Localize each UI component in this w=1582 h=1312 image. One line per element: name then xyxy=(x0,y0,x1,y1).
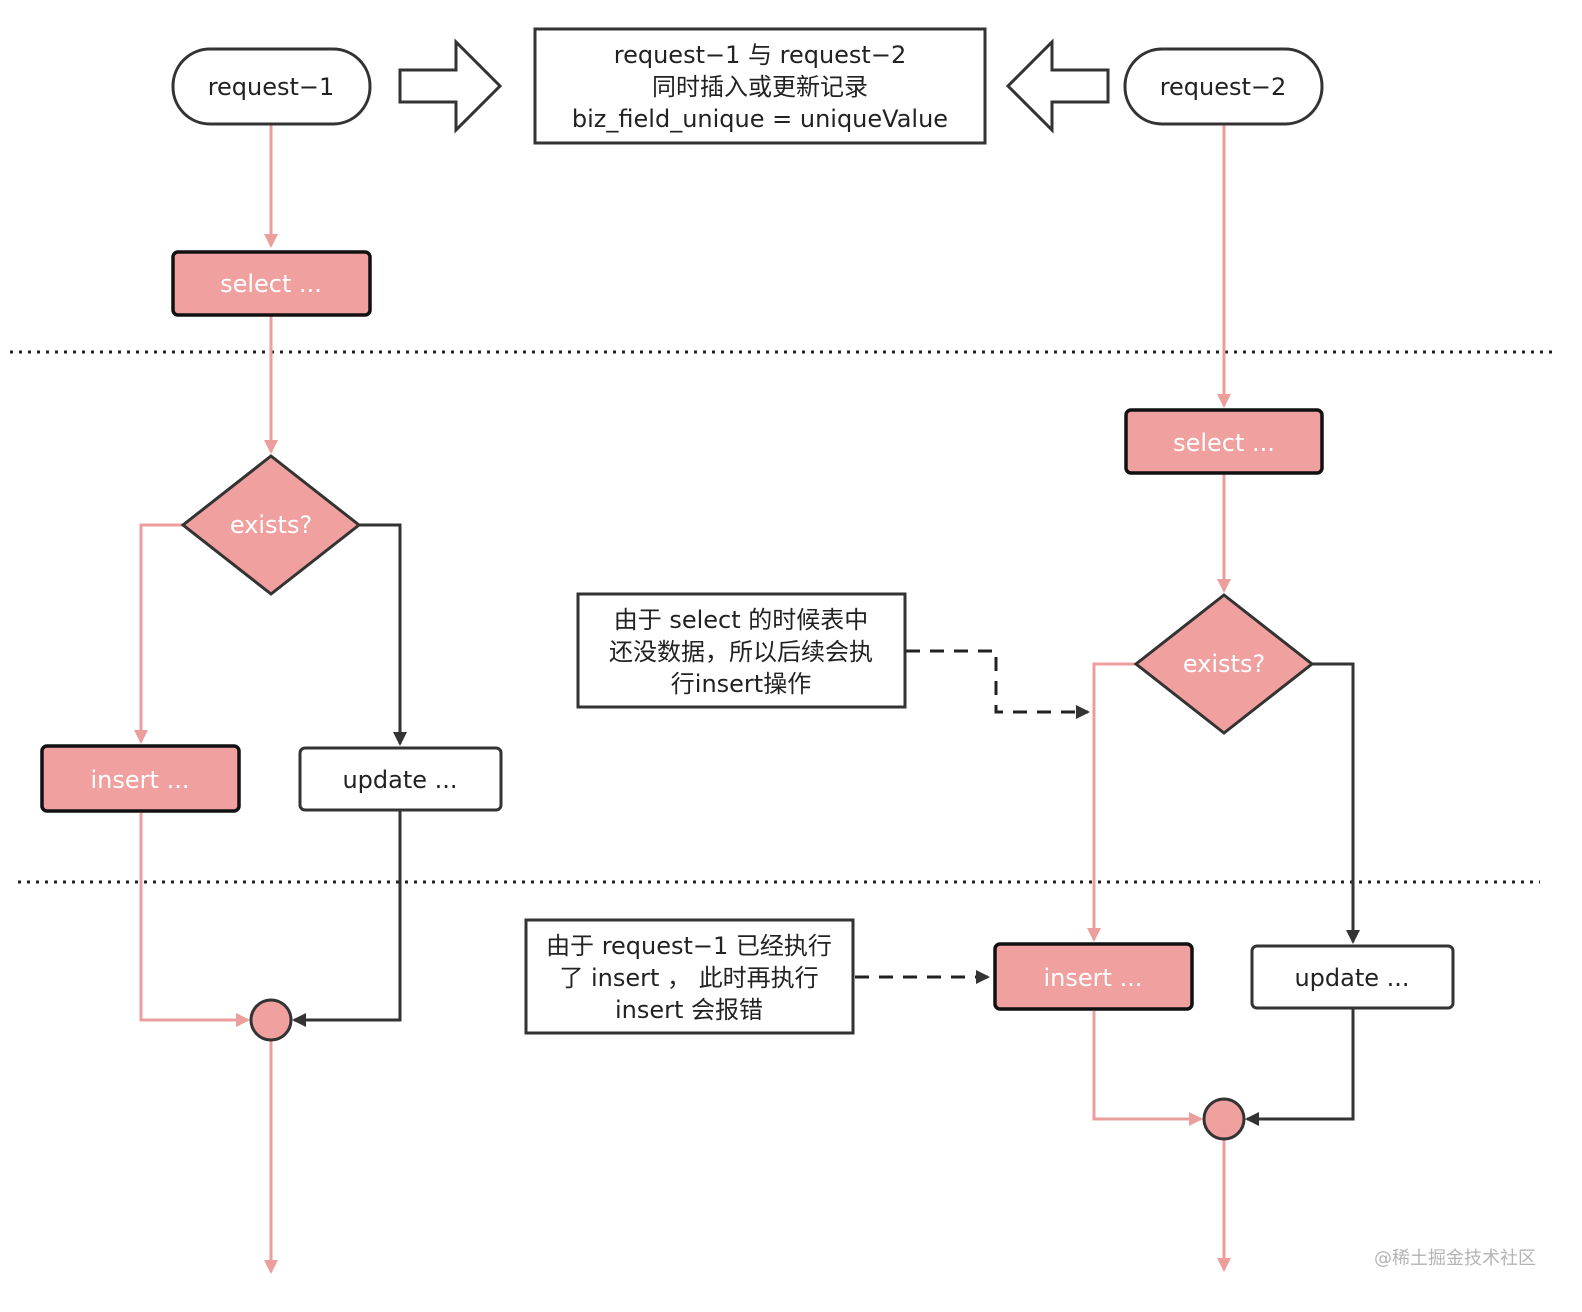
start-node-request1: request−1 xyxy=(171,47,372,126)
note-insert-line1: 由于 request−1 已经执行 xyxy=(546,932,832,960)
right-update-label: update ... xyxy=(1294,964,1409,992)
right-select-label: select ... xyxy=(1173,429,1275,457)
left-merge-node xyxy=(249,998,293,1042)
left-update-node: update ... xyxy=(298,746,503,812)
top-scenario-note: request−1 与 request−2 同时插入或更新记录 biz_fiel… xyxy=(533,27,987,145)
left-select-label: select ... xyxy=(220,270,322,298)
watermark: @稀土掘金技术社区 xyxy=(1374,1248,1536,1269)
block-arrow-left-icon xyxy=(1005,38,1110,134)
note-select-line2: 还没数据，所以后续会执 xyxy=(609,638,873,666)
left-update-label: update ... xyxy=(342,766,457,794)
left-flow-connectors xyxy=(134,124,407,1274)
note-select-pointer-arrow xyxy=(906,649,1090,719)
right-insert-label: insert ... xyxy=(1044,964,1143,992)
right-exists-label: exists? xyxy=(1183,650,1265,678)
note-select-line3: 行insert操作 xyxy=(671,670,811,698)
right-exists-decision: exists? xyxy=(1133,593,1315,735)
note-insert-line3: insert 会报错 xyxy=(615,996,763,1024)
right-update-node: update ... xyxy=(1250,944,1455,1010)
note-insert-line2: 了 insert ， 此时再执行 xyxy=(559,964,818,992)
top-scenario-note-line1: request−1 与 request−2 xyxy=(614,41,906,69)
start-node-request1-label: request−1 xyxy=(208,73,335,101)
left-insert-label: insert ... xyxy=(91,766,190,794)
note-insert-error: 由于 request−1 已经执行 了 insert ， 此时再执行 inser… xyxy=(524,918,855,1035)
left-exists-decision: exists? xyxy=(180,454,362,596)
right-merge-node xyxy=(1202,1097,1246,1141)
left-insert-node: insert ... xyxy=(40,744,241,813)
left-exists-label: exists? xyxy=(230,511,312,539)
note-select-empty: 由于 select 的时候表中 还没数据，所以后续会执 行insert操作 xyxy=(576,592,907,709)
right-flow-connectors xyxy=(1087,124,1360,1272)
right-select-node: select ... xyxy=(1124,408,1324,475)
block-arrow-right-icon xyxy=(398,38,503,134)
top-scenario-note-line2: 同时插入或更新记录 xyxy=(652,73,868,101)
top-scenario-note-line3: biz_field_unique = uniqueValue xyxy=(572,105,948,133)
note-select-line1: 由于 select 的时候表中 xyxy=(614,606,869,634)
right-insert-node: insert ... xyxy=(993,942,1194,1011)
start-node-request2: request−2 xyxy=(1123,47,1324,126)
left-select-node: select ... xyxy=(171,250,372,317)
start-node-request2-label: request−2 xyxy=(1160,73,1287,101)
